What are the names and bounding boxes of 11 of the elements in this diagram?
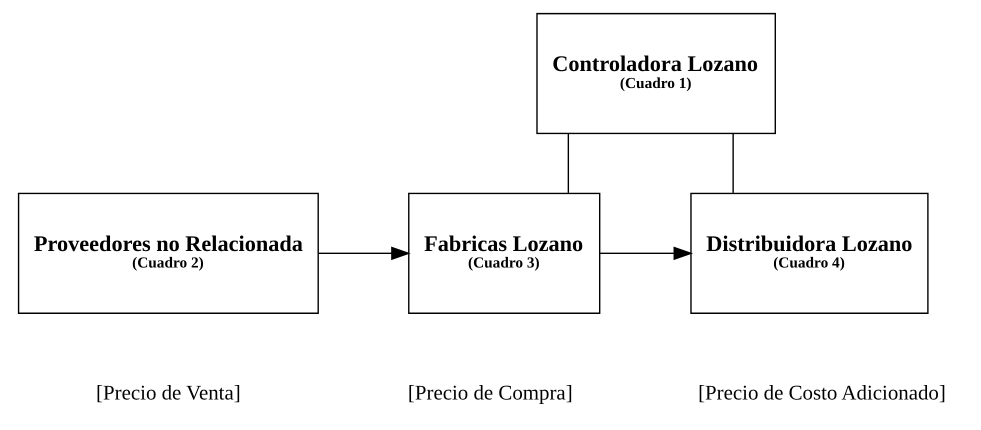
node-label: [Precio de Venta] [96,380,240,405]
node-box: Proveedores no Relacionada (Cuadro 2) [17,192,318,314]
node-label: [Precio de Compra] [407,380,572,405]
node-box: Distribuidora Lozano (Cuadro 4) [690,192,928,314]
connector [567,134,569,193]
connector [732,134,734,193]
node-label: [Precio de Costo Adicionado] [698,380,946,405]
arrow [599,246,693,260]
node-box: Fabricas Lozano (Cuadro 3) [408,192,600,314]
node-box: Controladora Lozano (Cuadro 1) [536,12,776,134]
arrow [318,246,410,260]
